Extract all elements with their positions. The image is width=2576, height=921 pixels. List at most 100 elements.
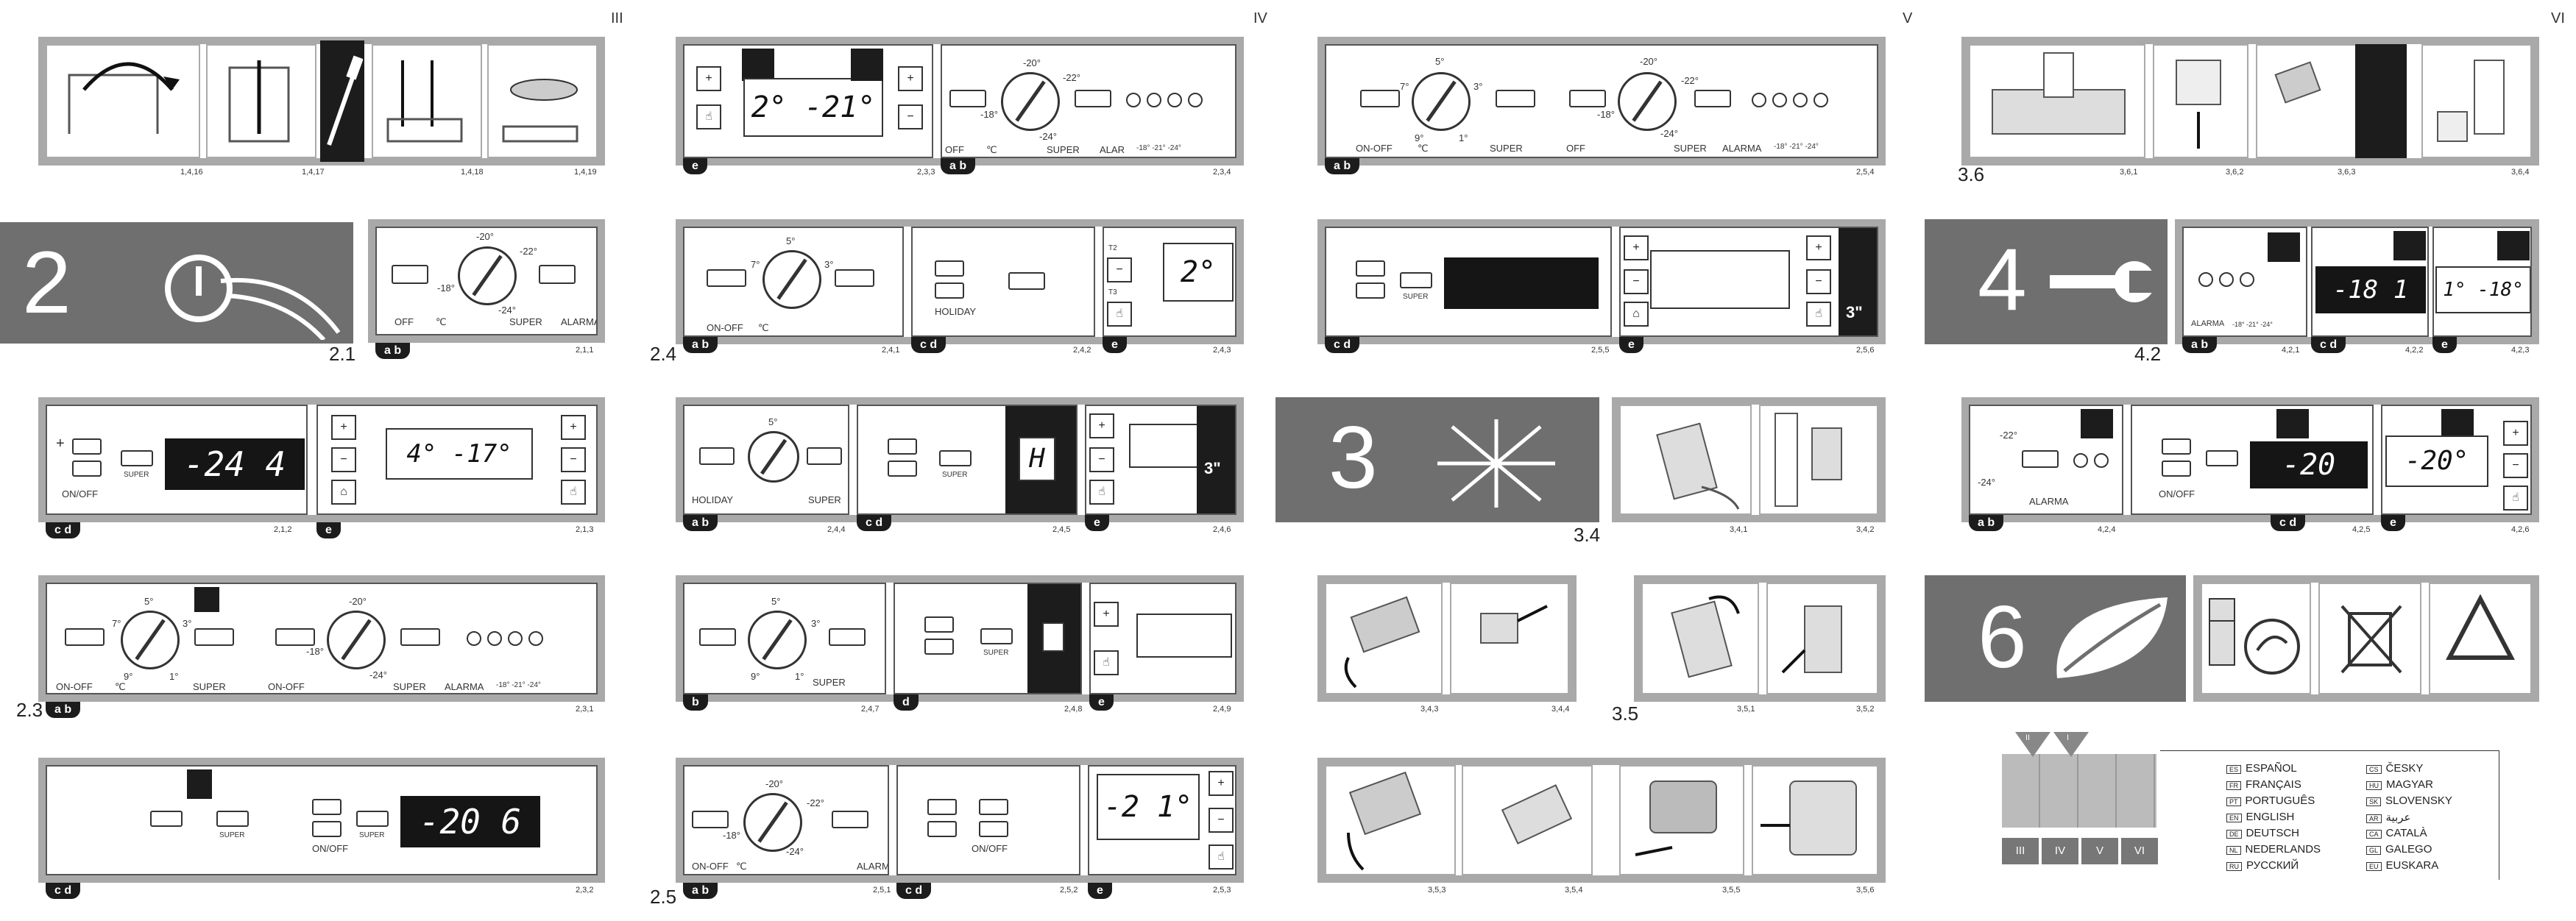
super-button[interactable]: [539, 265, 576, 284]
panel-2-4-2: HOLIDAY: [911, 227, 1095, 337]
super-button-2[interactable]: [400, 628, 440, 646]
minus-key-right[interactable]: −: [561, 447, 586, 472]
on-off-button[interactable]: [1360, 90, 1400, 107]
on-off-button-2[interactable]: [275, 628, 315, 646]
plus-button[interactable]: [888, 438, 917, 455]
language-name: DEUTSCH: [2246, 827, 2300, 839]
pill-ab: a b: [2182, 337, 2218, 353]
super-button[interactable]: [835, 269, 874, 287]
finger-press-icon[interactable]: ☝: [2503, 486, 2528, 511]
fridge-dial[interactable]: [1412, 72, 1471, 131]
freezer-dial[interactable]: [327, 611, 386, 669]
minus-button[interactable]: [924, 639, 954, 655]
plus-button[interactable]: [927, 799, 957, 815]
plus-button[interactable]: [2162, 438, 2191, 455]
finger-press-icon[interactable]: ☝: [1107, 302, 1132, 327]
minus-key-right[interactable]: −: [898, 104, 923, 129]
on-off-button[interactable]: [392, 265, 428, 284]
alarma-label: ALARMA: [2029, 496, 2069, 507]
super-button-2[interactable]: [1694, 90, 1731, 107]
plus-button[interactable]: [935, 260, 964, 277]
super-button[interactable]: [1075, 90, 1111, 107]
on-off-button[interactable]: [707, 269, 746, 287]
fridge-dial[interactable]: [762, 250, 821, 309]
fridge-dial[interactable]: [748, 431, 799, 483]
fridge-dial[interactable]: [121, 611, 180, 669]
super-button[interactable]: [2022, 450, 2059, 468]
freezer-dial[interactable]: [743, 793, 802, 852]
super-button-2[interactable]: [356, 811, 389, 827]
minus-button[interactable]: [1356, 282, 1385, 299]
minus-key[interactable]: −: [2503, 453, 2528, 478]
minus-button[interactable]: [888, 460, 917, 477]
plus-key[interactable]: +: [1624, 235, 1649, 260]
super-button[interactable]: [832, 811, 868, 828]
plus-key[interactable]: +: [1094, 602, 1119, 627]
holiday-button[interactable]: [150, 811, 183, 827]
temperature-dial[interactable]: [458, 246, 517, 305]
freezer-dial[interactable]: [1618, 72, 1677, 131]
alarm-icon-3: [2441, 409, 2474, 438]
plus-key[interactable]: +: [331, 415, 356, 440]
minus-key[interactable]: −: [1624, 269, 1649, 294]
finger-press-icon[interactable]: ☝: [1806, 302, 1831, 327]
panel-4-2-3: 1° -18°: [2432, 227, 2532, 337]
ref-3-4-2: 3,4,2: [1856, 525, 1875, 534]
plus-button-2[interactable]: [979, 799, 1008, 815]
finger-press-icon[interactable]: ☝: [561, 480, 586, 505]
super-button[interactable]: [939, 450, 972, 466]
minus-key[interactable]: −: [1089, 447, 1114, 472]
finger-press-icon[interactable]: ☝: [1089, 480, 1114, 505]
finger-press-icon[interactable]: ☝: [1094, 650, 1119, 675]
minus-button[interactable]: [2162, 460, 2191, 477]
on-off-button[interactable]: [949, 90, 986, 107]
sketch-filter-remove: [1619, 405, 1752, 515]
plus-key-right[interactable]: +: [561, 415, 586, 440]
plus-key[interactable]: +: [1089, 413, 1114, 438]
minus-key[interactable]: −: [1209, 808, 1234, 833]
finger-press-icon[interactable]: ☝: [696, 104, 721, 129]
minus-key[interactable]: −: [331, 447, 356, 472]
super-button[interactable]: [1400, 272, 1432, 288]
super-button[interactable]: [807, 447, 842, 465]
on-off-button[interactable]: [692, 811, 729, 828]
super-button[interactable]: [216, 811, 249, 827]
recycle-cell: [2429, 583, 2532, 694]
plus-key-right[interactable]: +: [898, 66, 923, 91]
plus-key-right[interactable]: +: [1806, 235, 1831, 260]
on-off-button[interactable]: [65, 628, 105, 646]
lock-icon[interactable]: ⌂: [331, 480, 356, 505]
super-button[interactable]: [2206, 450, 2238, 466]
super-button[interactable]: [194, 628, 234, 646]
fold-arrow-left: [2015, 732, 2050, 757]
super-button[interactable]: [121, 450, 153, 466]
plus-button[interactable]: [1356, 260, 1385, 277]
super-button[interactable]: [829, 628, 866, 646]
super-label-2: SUPER: [393, 681, 426, 692]
lock-icon[interactable]: ⌂: [1624, 302, 1649, 327]
minus-button-2[interactable]: [979, 821, 1008, 837]
holiday-button[interactable]: [1008, 272, 1045, 290]
fridge-dial[interactable]: [748, 611, 807, 669]
minus-button[interactable]: [935, 282, 964, 299]
minus-button[interactable]: [927, 821, 957, 837]
plus-key[interactable]: +: [696, 66, 721, 91]
on-off-button[interactable]: [699, 628, 736, 646]
plus-button[interactable]: [312, 799, 342, 815]
super-button[interactable]: [1496, 90, 1535, 107]
holiday-button[interactable]: [699, 447, 735, 465]
on-off-button-2[interactable]: [1569, 90, 1606, 107]
minus-key[interactable]: −: [1107, 257, 1132, 282]
super-button[interactable]: [980, 628, 1013, 644]
plus-button[interactable]: [72, 438, 102, 455]
plus-button[interactable]: [924, 616, 954, 633]
freezer-dial[interactable]: [1001, 72, 1060, 131]
finger-press-icon[interactable]: ☝: [1209, 844, 1234, 870]
dial-label-low: -18°: [980, 109, 998, 120]
minus-key-right[interactable]: −: [1806, 269, 1831, 294]
ref-2-3-2: 2,3,2: [576, 886, 594, 895]
plus-key[interactable]: +: [1209, 771, 1234, 796]
minus-button[interactable]: [312, 821, 342, 837]
plus-key[interactable]: +: [2503, 421, 2528, 446]
minus-button[interactable]: [72, 460, 102, 477]
